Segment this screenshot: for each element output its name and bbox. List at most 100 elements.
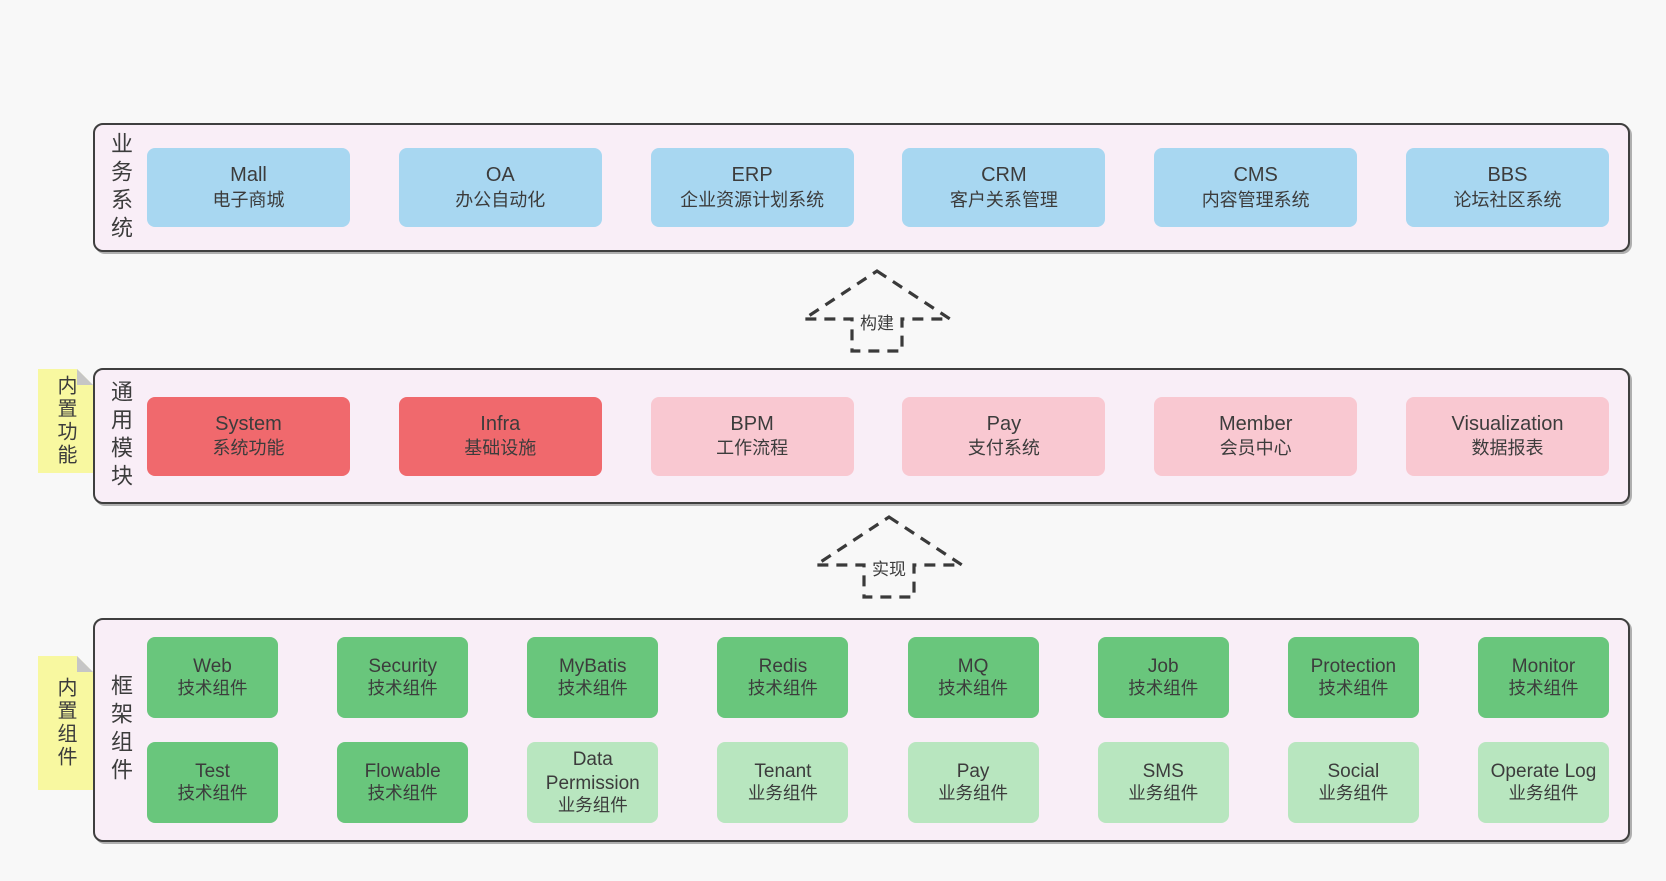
box-title: Pay <box>956 760 990 782</box>
box-subtitle: 技术组件 <box>177 678 248 699</box>
box-title: Protection <box>1310 655 1397 677</box>
module-box-pay: Pay 支付系统 <box>902 396 1106 476</box>
box-subtitle: 论坛社区系统 <box>1453 189 1562 210</box>
up-arrow-icon <box>814 515 964 599</box>
implement-arrow-label: 实现 <box>869 555 909 580</box>
box-subtitle: 业务组件 <box>1318 783 1389 804</box>
up-arrow-icon <box>802 269 952 353</box>
box-subtitle: 业务组件 <box>747 783 818 804</box>
box-subtitle: 企业资源计划系统 <box>680 189 825 210</box>
box-title: Member <box>1219 412 1293 435</box>
box-subtitle: 工作流程 <box>716 438 789 459</box>
box-title: System <box>215 412 282 435</box>
box-title: BBS <box>1487 164 1528 187</box>
box-title: MyBatis <box>558 655 627 677</box>
box-row: System 系统功能 Infra 基础设施 BPM 工作流程 Pay 支付系统 Member 会… <box>147 396 1609 476</box>
box-subtitle: 基础设施 <box>464 438 537 459</box>
box-subtitle: 业务组件 <box>1508 783 1579 804</box>
build-arrow-label: 构建 <box>857 309 897 334</box>
box-title: Social <box>1327 760 1380 782</box>
box-subtitle: 数据报表 <box>1471 438 1544 459</box>
implement-arrow: 实现 <box>814 514 964 600</box>
box-subtitle: 技术组件 <box>747 678 818 699</box>
box-subtitle: 技术组件 <box>1508 678 1579 699</box>
build-arrow: 构建 <box>802 268 952 354</box>
sticky-note-builtin-features-label: 内置功能 <box>54 375 76 467</box>
box-subtitle: 办公自动化 <box>455 189 546 210</box>
box-title: Pay <box>986 412 1022 435</box>
box-title: CMS <box>1233 164 1278 187</box>
box-subtitle: 技术组件 <box>1128 678 1199 699</box>
box-title: Visualization <box>1451 412 1564 435</box>
box-subtitle: 内容管理系统 <box>1201 189 1310 210</box>
box-title: Security <box>368 655 437 677</box>
box-title: OA <box>485 164 515 187</box>
box-title: BPM <box>730 412 774 435</box>
box-subtitle: 会员中心 <box>1219 438 1292 459</box>
box-title: Infra <box>480 412 521 435</box>
box-title: MQ <box>957 655 989 677</box>
box-subtitle: 客户关系管理 <box>949 189 1058 210</box>
box-subtitle: 业务组件 <box>1128 783 1199 804</box>
box-subtitle: 支付系统 <box>967 438 1040 459</box>
sticky-note-builtin-components-label: 内置组件 <box>54 677 76 769</box>
box-subtitle: 系统功能 <box>212 438 285 459</box>
box-title: ERP <box>731 164 773 187</box>
module-box-bpm: BPM 工作流程 <box>650 396 854 476</box>
module-box-visualization: Visualization 数据报表 <box>1405 396 1609 476</box>
box-subtitle: 技术组件 <box>1318 678 1389 699</box>
box-subtitle: 电子商城 <box>212 189 285 210</box>
box-subtitle: 技术组件 <box>938 678 1009 699</box>
module-box-member: Member 会员中心 <box>1154 396 1358 476</box>
box-title: Web <box>193 655 232 677</box>
sticky-note-builtin-components: 内置组件 <box>38 656 93 790</box>
box-title: Mall <box>230 164 267 187</box>
box-title: Monitor <box>1511 655 1576 677</box>
box-subtitle: 技术组件 <box>367 783 438 804</box>
box-title: CRM <box>981 164 1027 187</box>
module-box-infra: Infra 基础设施 <box>398 396 602 476</box>
module-box-system: System 系统功能 <box>147 396 350 476</box>
box-subtitle: 技术组件 <box>557 678 628 699</box>
box-title: Operate Log <box>1490 760 1597 782</box>
box-title: SMS <box>1142 760 1184 782</box>
layer-business-systems-label: 业务系统 <box>108 131 133 244</box>
box-title: Job <box>1147 655 1179 677</box>
sticky-note-builtin-features: 内置功能 <box>38 369 93 473</box>
box-subtitle: 技术组件 <box>367 678 438 699</box>
box-subtitle: 业务组件 <box>938 783 1009 804</box>
box-title: Data Permission <box>545 748 640 794</box>
layer-framework-components-label: 框架组件 <box>108 674 133 786</box>
box-title: Flowable <box>364 760 441 782</box>
